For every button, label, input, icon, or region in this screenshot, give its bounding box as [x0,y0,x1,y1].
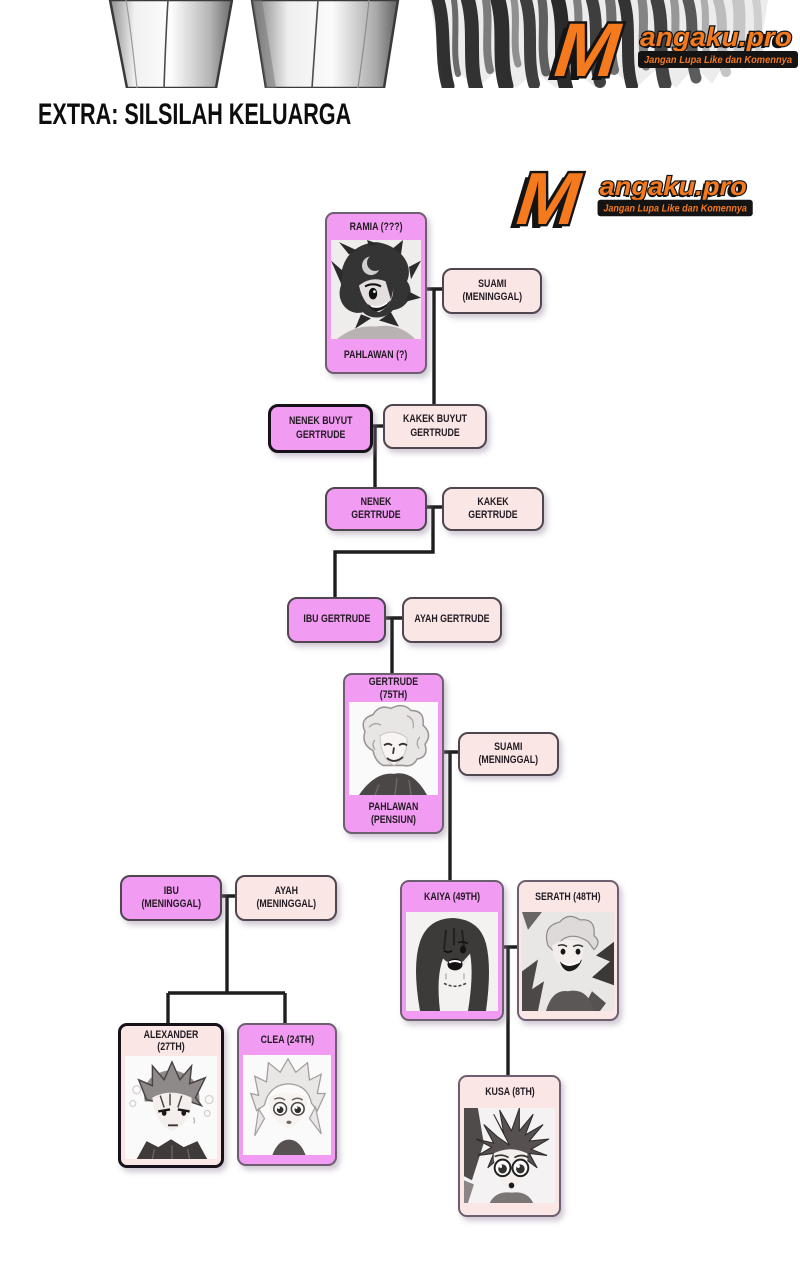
logo-tagline-bar [597,199,753,217]
page-title: EXTRA: SILSILAH KELUARGA [38,98,352,131]
logo-name: angaku.pro [640,22,792,52]
serath-portrait-art [522,912,614,1011]
tree-box-ayah-gertrude: AYAH GERTRUDE [402,597,502,643]
logo-tagline: Jangan Lupa Like dan Komennya [603,203,747,214]
logo-tagline-bar [638,51,798,68]
tree-box-ayah-meninggal: AYAH (MENINGGAL) [235,875,337,921]
card-title-alexander: ALEXANDER (27TH) [143,1028,199,1053]
card-strip-clea [239,1155,335,1164]
clea-portrait-art [243,1055,331,1155]
clea-portrait [243,1055,331,1155]
tree-card-kaiya: KAIYA (49TH) [400,880,504,1021]
logo-m-shadow: M [545,12,619,97]
tree-box-suami-gertrude: SUAMI (MENINGGAL) [458,732,559,776]
tree-box-ibu-gertrude: IBU GERTRUDE [287,597,386,643]
logo-name: angaku.pro [599,171,746,201]
card-title-clea: CLEA (24TH) [260,1033,314,1046]
mangaku-logo-top: M M angaku.pro angaku.pro Jangan Lupa Li… [545,6,800,97]
tree-card-serath: SERATH (48TH) [517,880,619,1021]
card-strip-alexander [121,1159,221,1165]
card-footer-ramia: PAHLAWAN (?) [344,349,408,362]
card-strip-serath [519,1011,617,1019]
tree-box-nenek-gertrude: NENEK GERTRUDE [325,487,427,531]
mangaku-logo-svg: M M angaku.pro angaku.pro Jangan Lupa Li… [507,155,753,244]
gertrude-portrait [349,702,438,795]
kusa-portrait-art [464,1108,555,1203]
tree-card-ramia: RAMIA (???) PAHLAWAN ( [325,212,427,374]
tree-box-suami-ramia: SUAMI (MENINGGAL) [442,268,542,314]
mangaku-logo-svg: M M angaku.pro angaku.pro Jangan Lupa Li… [545,6,798,97]
tree-card-kusa: KUSA (8TH) [458,1075,561,1217]
logo-m: M [513,157,585,240]
gertrude-portrait-art [349,702,438,795]
tree-box-kakek-buyut: KAKEK BUYUT GERTRUDE [383,404,487,449]
card-strip-kusa [460,1203,559,1215]
alexander-portrait-art [125,1056,217,1159]
card-title-gertrude: GERTRUDE (75TH) [368,676,419,701]
card-title-kaiya: KAIYA (49TH) [423,890,481,903]
logo-m-shadow: M [507,161,579,244]
ramia-portrait-art [331,240,421,339]
logo-name-shadow: angaku.pro [642,24,788,54]
card-strip-kaiya [402,1011,502,1019]
card-title-ramia: RAMIA (???) [349,220,403,233]
tree-card-clea: CLEA (24TH) [237,1023,337,1166]
serath-portrait [522,912,614,1011]
card-footer-gertrude: PAHLAWAN (PENSIUN) [368,801,419,826]
card-title-serath: SERATH (48TH) [535,890,601,903]
tree-card-gertrude: GERTRUDE (75TH) PAHLAWAN (PENSIUN) [343,673,444,834]
tree-card-alexander: ALEXANDER (27TH) [118,1023,224,1168]
kusa-portrait [464,1108,555,1203]
logo-name-shadow: angaku.pro [601,173,742,203]
mangaku-logo-middle: M M angaku.pro angaku.pro Jangan Lupa Li… [507,155,755,244]
logo-m: M [551,8,625,93]
logo-tagline: Jangan Lupa Like dan Komennya [644,55,792,66]
kaiya-portrait-art [406,912,498,1011]
tree-box-kakek-gertrude: KAKEK GERTRUDE [442,487,544,531]
tree-box-ibu-meninggal: IBU (MENINGGAL) [120,875,222,921]
ramia-portrait [331,240,421,339]
card-title-kusa: KUSA (8TH) [484,1086,535,1099]
tree-box-nenek-buyut: NENEK BUYUT GERTRUDE [268,404,373,453]
kaiya-portrait [406,912,498,1011]
alexander-portrait [125,1056,217,1159]
